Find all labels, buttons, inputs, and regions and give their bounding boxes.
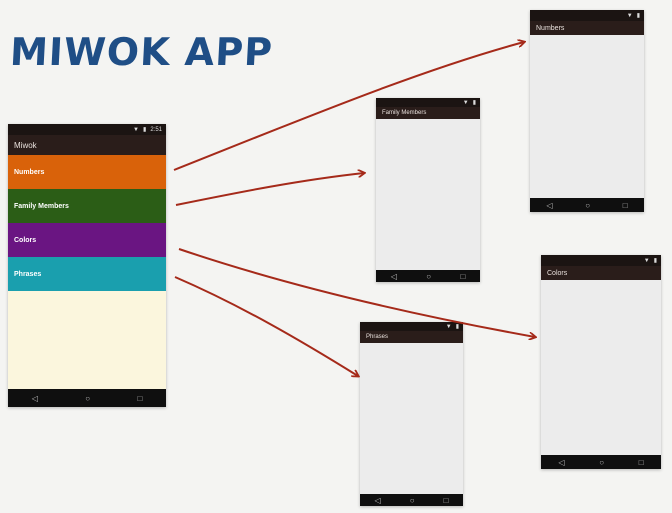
back-icon[interactable]: ◁	[546, 200, 553, 210]
status-bar: ▼▮	[376, 98, 480, 107]
back-icon[interactable]: ◁	[558, 457, 565, 467]
status-bar: ▼▮	[541, 255, 661, 266]
app-bar: Miwok	[8, 135, 166, 155]
recent-apps-icon[interactable]: □	[137, 393, 143, 403]
battery-icon: ▮	[472, 100, 476, 106]
category-family-members[interactable]: Family Members	[8, 189, 166, 223]
wifi-icon: ▼	[643, 257, 650, 264]
status-bar: ▼▮	[360, 322, 463, 331]
back-icon[interactable]: ◁	[390, 271, 397, 281]
colors-screen: ▼▮ Colors ◁ ○ □	[541, 255, 661, 469]
home-icon[interactable]: ○	[599, 457, 605, 467]
nav-bar: ◁ ○ □	[376, 270, 480, 282]
arrow-to-phrases	[174, 276, 358, 376]
screen-title: Phrases	[366, 334, 389, 340]
category-label: Colors	[14, 236, 37, 244]
category-label: Family Members	[14, 202, 69, 210]
nav-bar: ◁ ○ □	[530, 198, 644, 212]
status-bar: ▼ ▮ 2:51	[8, 124, 166, 135]
wifi-icon: ▼	[133, 126, 139, 133]
category-numbers[interactable]: Numbers	[8, 155, 166, 189]
home-icon[interactable]: ○	[585, 200, 591, 210]
numbers-screen: ▼▮ Numbers ◁ ○ □	[530, 10, 644, 212]
status-time: 2:51	[150, 126, 162, 133]
category-colors[interactable]: Colors	[8, 223, 166, 257]
recent-apps-icon[interactable]: □	[443, 495, 449, 505]
empty-list-area	[8, 291, 166, 389]
app-bar: Family Members	[376, 107, 480, 119]
arrow-to-colors	[178, 248, 535, 337]
arrow-to-family-members	[175, 173, 364, 206]
category-phrases[interactable]: Phrases	[8, 257, 166, 291]
wifi-icon: ▼	[445, 323, 452, 330]
battery-icon: ▮	[653, 258, 657, 264]
wifi-icon: ▼	[626, 12, 633, 19]
recent-apps-icon[interactable]: □	[460, 271, 466, 281]
nav-bar: ◁ ○ □	[360, 494, 463, 506]
category-label: Phrases	[14, 270, 42, 278]
recent-apps-icon[interactable]: □	[622, 200, 628, 210]
status-bar: ▼▮	[530, 10, 644, 21]
screen-title: Colors	[547, 269, 568, 277]
wifi-icon: ▼	[462, 99, 469, 106]
nav-bar: ◁ ○ □	[8, 389, 166, 407]
app-bar: Colors	[541, 266, 661, 280]
nav-bar: ◁ ○ □	[541, 455, 661, 469]
page-title: MIWOK APP	[8, 30, 275, 74]
main-phone: ▼ ▮ 2:51 Miwok Numbers Family Members Co…	[8, 124, 166, 407]
back-icon[interactable]: ◁	[374, 495, 381, 505]
battery-icon: ▮	[455, 324, 459, 330]
home-icon[interactable]: ○	[426, 271, 432, 281]
screen-title: Family Members	[382, 110, 427, 116]
app-title: Miwok	[14, 140, 37, 150]
phrases-screen: ▼▮ Phrases ◁ ○ □	[360, 322, 463, 506]
category-label: Numbers	[14, 168, 45, 176]
recent-apps-icon[interactable]: □	[638, 457, 644, 467]
app-bar: Phrases	[360, 331, 463, 343]
app-bar: Numbers	[530, 21, 644, 35]
screen-title: Numbers	[536, 24, 565, 32]
home-icon[interactable]: ○	[85, 393, 91, 403]
battery-icon: ▮	[143, 127, 147, 133]
home-icon[interactable]: ○	[409, 495, 415, 505]
family-members-screen: ▼▮ Family Members ◁ ○ □	[376, 98, 480, 282]
back-icon[interactable]: ◁	[31, 393, 38, 403]
battery-icon: ▮	[636, 13, 640, 19]
